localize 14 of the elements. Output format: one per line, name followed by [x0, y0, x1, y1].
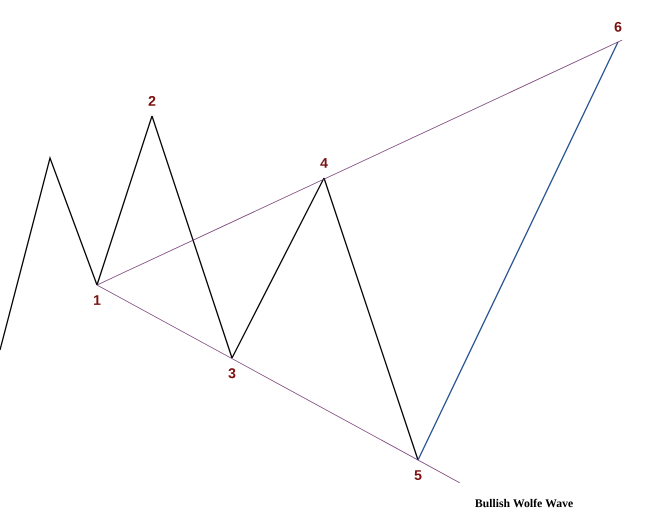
- wave-line: [96, 116, 153, 286]
- point-number: 2: [148, 96, 156, 106]
- trend-line: [96, 40, 623, 286]
- trend-line: [96, 284, 460, 484]
- point-number: 6: [614, 22, 622, 32]
- caption: Bullish Wolfe Wave: [475, 498, 573, 508]
- wave-line: [151, 116, 233, 358]
- point-number: 4: [320, 158, 328, 168]
- wave-line: [417, 42, 619, 460]
- point-number: 3: [228, 368, 236, 378]
- wave-line: [231, 178, 325, 358]
- point-number: 1: [94, 295, 101, 305]
- wave-line: [323, 178, 419, 460]
- point-number: 5: [414, 470, 422, 480]
